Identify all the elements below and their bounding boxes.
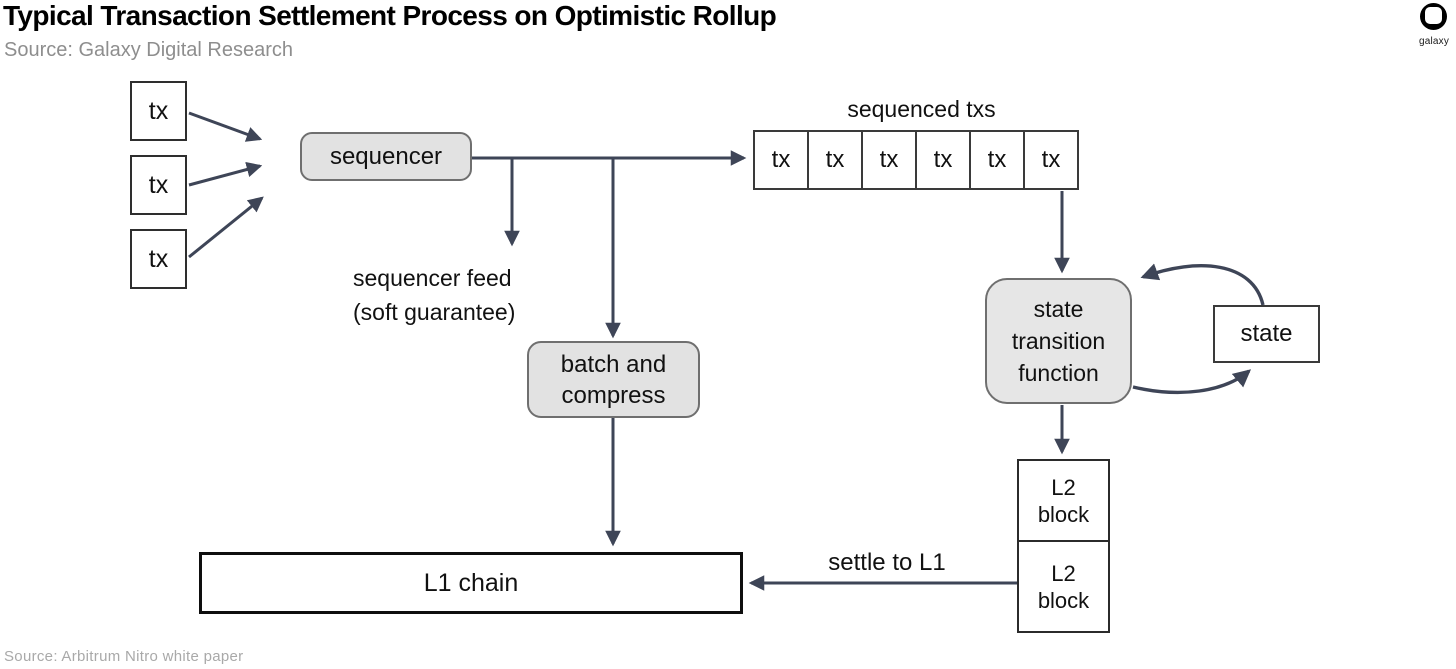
arrow-stf-to-state-curve	[1132, 369, 1252, 395]
l2-block-1: L2 block	[1017, 459, 1110, 542]
l2-block-1-line2: block	[1037, 501, 1090, 527]
stf-line3: function	[1018, 360, 1099, 386]
sequenced-tx-cell-3: tx	[861, 130, 917, 190]
arrow-tx1-to-sequencer	[188, 111, 263, 142]
l2-block-2: L2 block	[1017, 540, 1110, 633]
sequencer-feed-line2: (soft guarantee)	[353, 299, 516, 325]
settle-to-l1-label: settle to L1	[828, 549, 946, 576]
tx-input-label-2: tx	[148, 170, 169, 199]
state-label: state	[1240, 320, 1293, 347]
batch-and-compress-node: batch and compress	[527, 341, 700, 418]
sequenced-tx-cell-2: tx	[807, 130, 863, 190]
sequenced-txs-row: tx tx tx tx tx tx	[753, 130, 1079, 190]
tx-input-label-1: tx	[148, 96, 169, 125]
sequencer-feed-line1: sequencer feed	[353, 265, 512, 291]
sequenced-tx-cell-4: tx	[915, 130, 971, 190]
arrow-tx2-to-sequencer	[188, 161, 263, 187]
stf-line2: transition	[1011, 328, 1106, 354]
tx-input-box-3: tx	[130, 229, 187, 289]
sequenced-tx-cell-1: tx	[753, 130, 809, 190]
tx-input-box-2: tx	[130, 155, 187, 215]
header-source: Source: Galaxy Digital Research	[4, 39, 294, 61]
sequencer-label: sequencer	[329, 142, 443, 170]
sequencer-feed-label: sequencer feed (soft guarantee)	[353, 261, 515, 329]
footer-source: Source: Arbitrum Nitro white paper	[4, 648, 244, 665]
l1-chain-label: L1 chain	[423, 568, 519, 597]
sequencer-node: sequencer	[300, 132, 472, 181]
state-node: state	[1213, 305, 1320, 363]
arrow-tx3-to-sequencer	[188, 196, 264, 259]
state-transition-function-node: state transition function	[985, 278, 1132, 404]
batch-line1: batch and	[560, 350, 667, 378]
galaxy-logo-label: galaxy	[1418, 36, 1450, 47]
stf-line1: state	[1033, 296, 1084, 322]
l2-block-2-line2: block	[1037, 587, 1090, 613]
sequenced-txs-title: sequenced txs	[847, 96, 996, 122]
l2-block-2-line1: L2	[1051, 560, 1076, 586]
arrow-state-to-stf-curve	[1140, 263, 1265, 306]
sequenced-tx-cell-6: tx	[1023, 130, 1079, 190]
tx-input-label-3: tx	[148, 244, 169, 273]
page-title: Typical Transaction Settlement Process o…	[3, 0, 777, 31]
galaxy-logo-icon	[1420, 3, 1447, 30]
galaxy-logo-visor	[1425, 7, 1442, 24]
l1-chain-node: L1 chain	[199, 552, 743, 614]
batch-line2: compress	[561, 381, 666, 409]
tx-input-box-1: tx	[130, 81, 187, 141]
sequenced-tx-cell-5: tx	[969, 130, 1025, 190]
l2-block-1-line1: L2	[1051, 474, 1076, 500]
